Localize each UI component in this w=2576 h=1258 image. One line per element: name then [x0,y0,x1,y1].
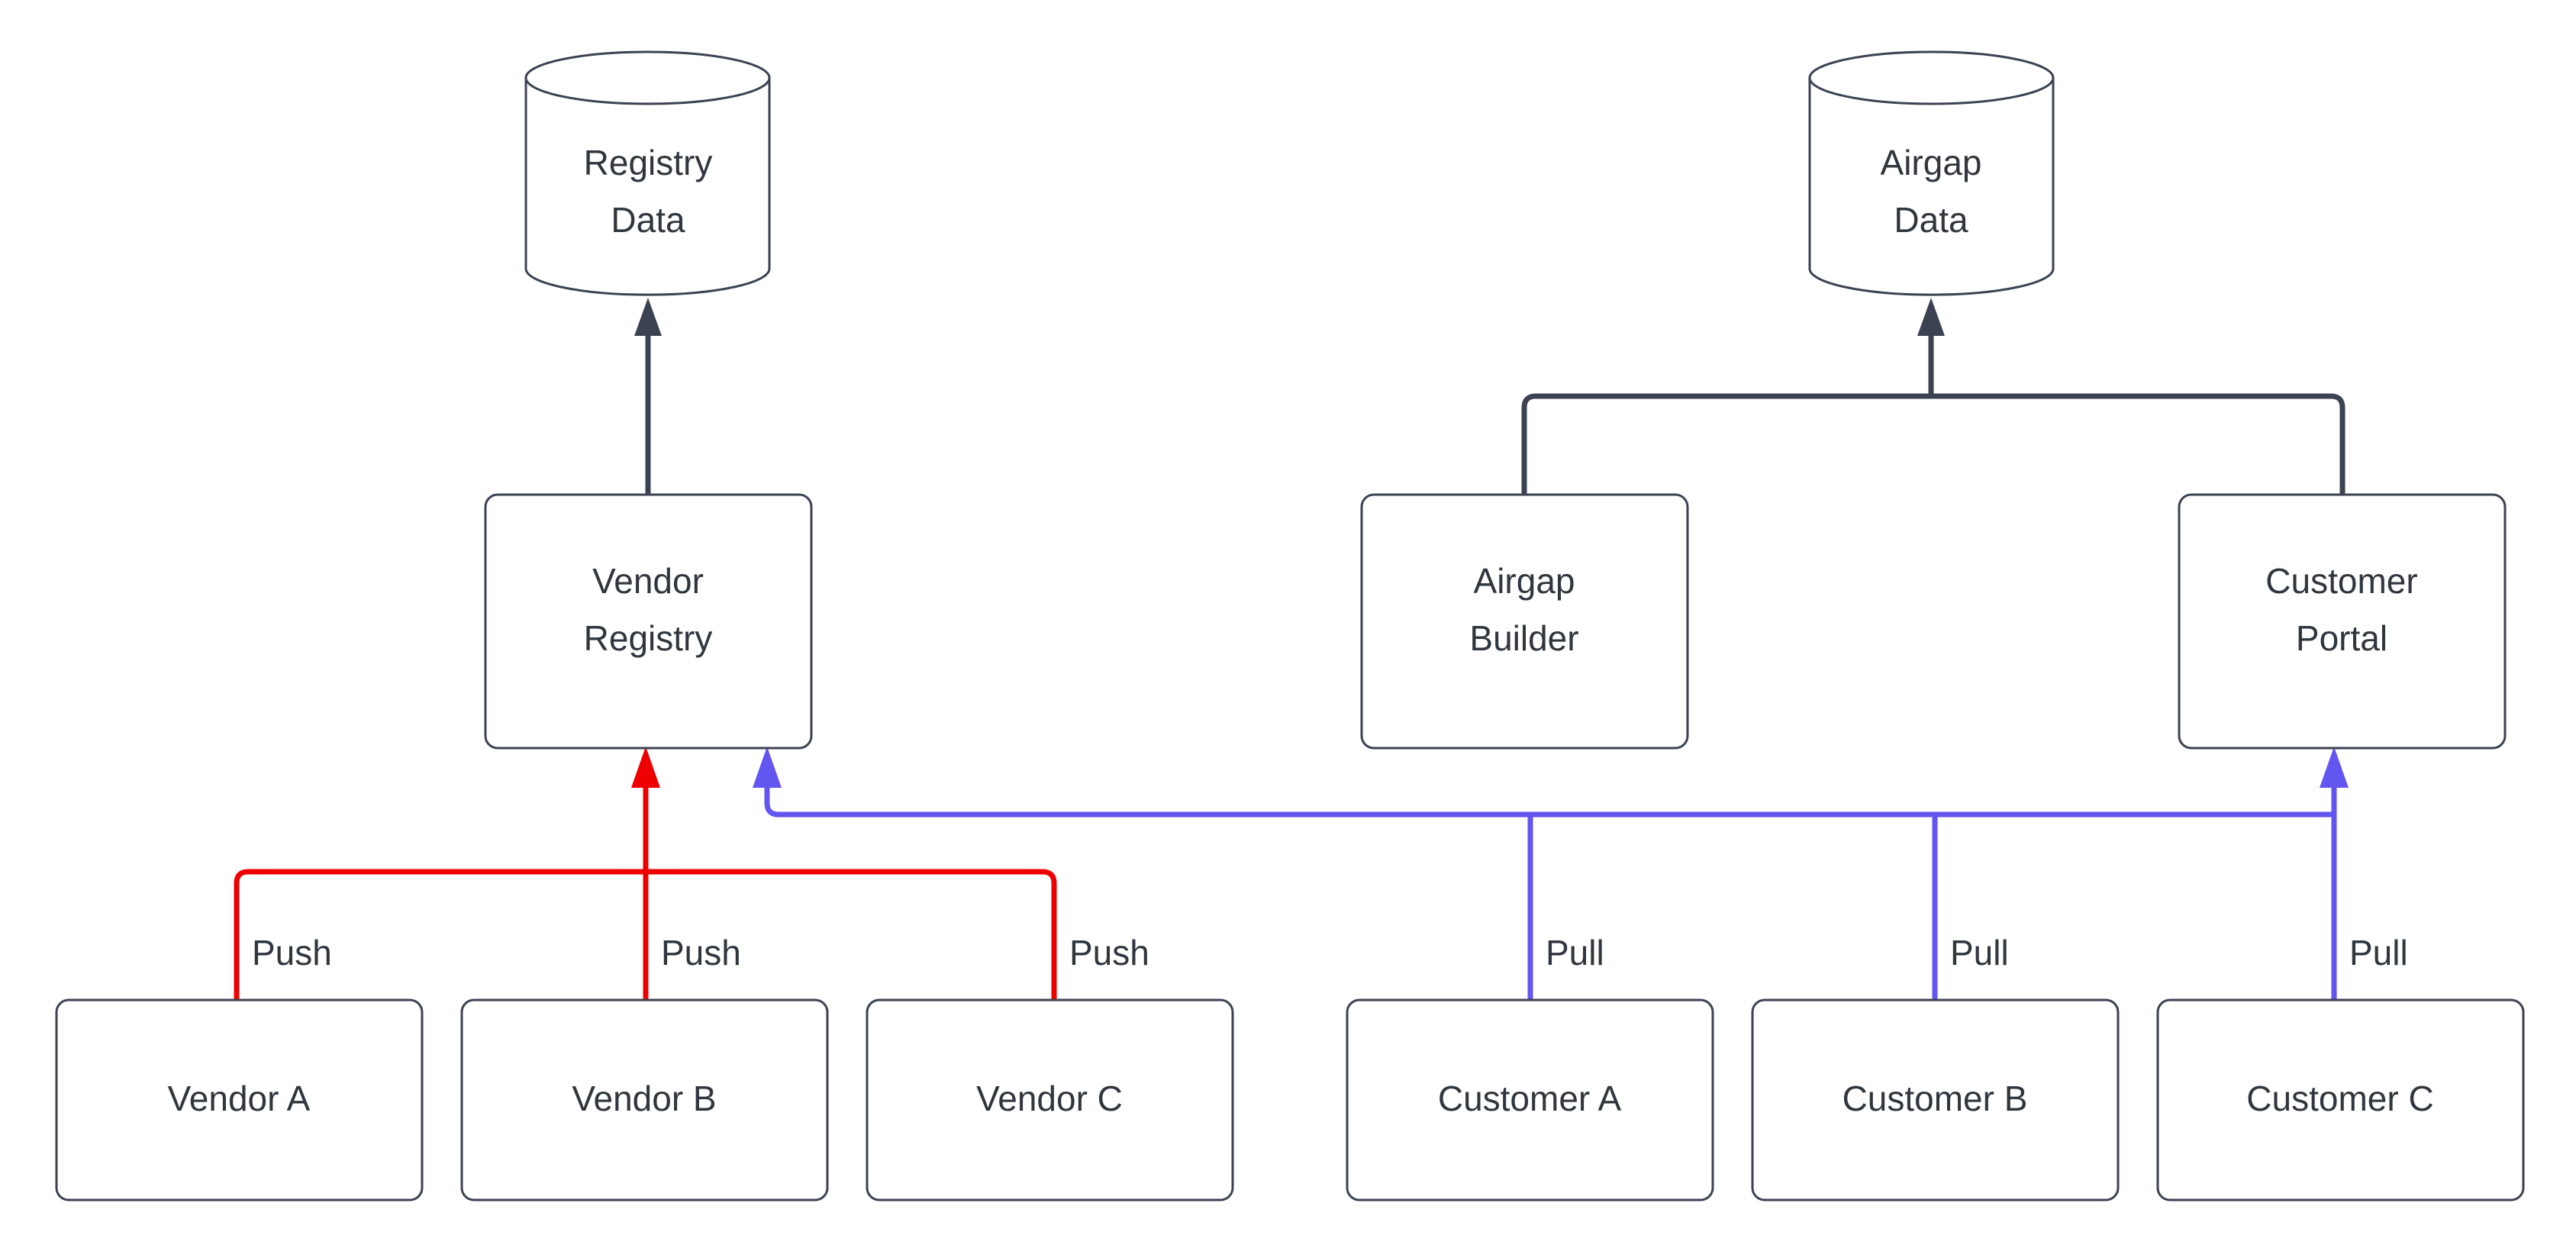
node-customer-a[interactable]: Customer A [1346,998,1714,1202]
edge-vendor-registry-to-registry-data [634,298,662,495]
cylinder-top [524,50,771,105]
node-vendor-a[interactable]: Vendor A [55,998,424,1202]
node-label: Customer A [1438,1079,1622,1118]
edge-label-pull-1: Pull [1546,933,1604,973]
node-label-line1: Vendor [592,561,704,601]
node-label-line1: Registry [584,143,713,182]
node-box [484,493,813,750]
node-label: Vendor A [168,1079,311,1118]
arrowhead-icon-customer-portal [2320,747,2349,788]
node-airgap-builder[interactable]: Airgap Builder [1360,493,1689,750]
edge-label-push-1: Push [252,933,332,973]
node-label-line2: Builder [1469,618,1578,658]
arrowhead-icon [1917,298,1945,336]
node-registry-data[interactable]: Registry Data [524,50,771,296]
node-box [866,998,1234,1202]
node-box [2178,493,2507,750]
arrowhead-icon [631,747,660,788]
node-label-line1: Customer [2265,561,2417,601]
arrowhead-icon [634,298,662,336]
edge-label-push-2: Push [661,933,741,973]
node-label-line2: Data [611,200,685,240]
edge-pull-bus [753,747,2349,1000]
edge-airgap-fork-to-airgap-data [1521,298,2345,495]
node-box [55,998,424,1202]
cylinder-body [524,76,771,296]
node-vendor-b[interactable]: Vendor B [460,998,829,1202]
node-box [1751,998,2120,1202]
node-vendor-registry[interactable]: Vendor Registry [484,493,813,750]
node-label-line2: Registry [584,618,713,658]
node-label-line1: Airgap [1474,561,1575,601]
edge-label-pull-3: Pull [2349,933,2408,973]
node-customer-c[interactable]: Customer C [2156,998,2525,1202]
node-vendor-c[interactable]: Vendor C [866,998,1234,1202]
edge-path-pull-spine [764,771,2334,818]
node-airgap-data[interactable]: Airgap Data [1808,50,2055,296]
node-box [1346,998,1714,1202]
arrowhead-icon-vendor-registry [753,747,782,788]
cylinder-body [1808,76,2055,296]
node-label: Vendor B [572,1079,716,1118]
node-customer-b[interactable]: Customer B [1751,998,2120,1202]
node-label-line2: Portal [2296,618,2387,658]
edge-label-push-3: Push [1069,933,1149,973]
node-label-line2: Data [1894,200,1968,240]
edge-push-bus-to-vendor-registry [234,747,1057,1000]
cylinder-top [1808,50,2055,105]
edge-path-fork [1521,393,2345,495]
node-label: Customer C [2246,1079,2433,1118]
node-box [2156,998,2525,1202]
node-label: Vendor C [976,1079,1123,1118]
node-box [1360,493,1689,750]
edge-label-pull-2: Pull [1950,933,2009,973]
node-label-line1: Airgap [1881,143,1982,182]
node-box [460,998,829,1202]
node-customer-portal[interactable]: Customer Portal [2178,493,2507,750]
node-label: Customer B [1843,1079,2028,1118]
